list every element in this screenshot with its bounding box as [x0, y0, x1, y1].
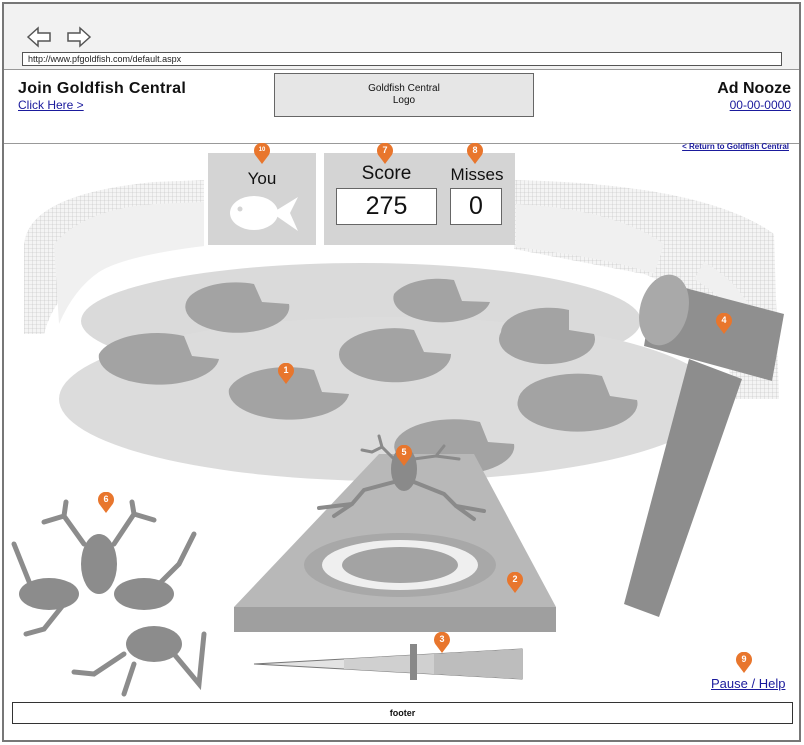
marker-pin-icon — [507, 571, 523, 593]
ad-title: Ad Nooze — [717, 80, 791, 97]
player-panel: You — [208, 153, 316, 245]
lily-pad[interactable] — [185, 282, 290, 333]
frog-pile[interactable] — [11, 499, 207, 697]
back-arrow-icon[interactable] — [26, 26, 52, 48]
marker-pin-1: 1 — [277, 362, 295, 385]
marker-pin-icon — [736, 651, 752, 673]
marker-pin-2: 2 — [506, 571, 524, 594]
marker-number: 3 — [439, 634, 445, 644]
address-bar[interactable]: http://www.pfgoldfish.com/default.aspx — [22, 52, 782, 66]
marker-pin-icon — [254, 142, 270, 164]
lily-pad[interactable] — [228, 367, 349, 420]
hammer[interactable] — [624, 269, 784, 617]
frog-on-platform[interactable] — [317, 434, 486, 521]
lily-pad[interactable] — [499, 307, 596, 365]
forward-arrow-icon[interactable] — [66, 26, 92, 48]
marker-pin-icon — [396, 444, 412, 466]
marker-pin-icon — [434, 631, 450, 653]
logo-text-line1: Goldfish Central — [368, 83, 440, 94]
marker-pin-icon — [278, 362, 294, 384]
marker-number: 7 — [382, 145, 388, 155]
marker-pin-icon — [377, 142, 393, 164]
power-meter[interactable] — [253, 644, 523, 680]
marker-number: 10 — [258, 147, 266, 153]
pause-help-link[interactable]: Pause / Help — [711, 676, 786, 691]
game-scene — [11, 180, 784, 697]
player-label: You — [247, 169, 277, 188]
marker-number: 1 — [283, 365, 289, 375]
score-panel: Score Misses 275 0 — [324, 153, 515, 245]
launch-platform[interactable] — [234, 454, 556, 632]
misses-label: Misses — [450, 165, 504, 184]
arena-wall — [24, 180, 779, 399]
ad-phone-link[interactable]: 00-00-0000 — [729, 98, 791, 112]
lily-pad[interactable] — [98, 333, 219, 385]
marker-pin-icon — [98, 491, 114, 513]
lily-pad[interactable] — [517, 373, 638, 432]
marker-pin-10: 10 — [253, 142, 271, 165]
lily-pad[interactable] — [339, 328, 452, 383]
goldfish-icon — [230, 196, 298, 231]
marker-number: 8 — [472, 145, 478, 155]
site-header: Join Goldfish Central Click Here > Goldf… — [4, 70, 799, 144]
marker-number: 2 — [512, 574, 518, 584]
logo-text-line2: Logo — [392, 95, 416, 106]
score-value: 275 — [336, 188, 437, 225]
join-title: Join Goldfish Central — [18, 80, 187, 97]
marker-number: 6 — [103, 494, 109, 504]
marker-pin-3: 3 — [433, 631, 451, 654]
marker-pin-icon — [467, 142, 483, 164]
misses-value: 0 — [450, 188, 502, 225]
marker-number: 9 — [741, 654, 747, 664]
join-link[interactable]: Click Here > — [18, 98, 84, 112]
marker-pin-7: 7 — [376, 142, 394, 165]
return-link[interactable]: < Return to Goldfish Central — [682, 142, 789, 151]
marker-pin-9: 9 — [735, 651, 753, 674]
site-logo[interactable]: Goldfish Central Logo — [274, 73, 534, 117]
footer: footer — [12, 702, 793, 724]
marker-pin-6: 6 — [97, 491, 115, 514]
marker-pin-8: 8 — [466, 142, 484, 165]
marker-number: 4 — [721, 315, 727, 325]
marker-pin-4: 4 — [715, 312, 733, 335]
marker-pin-5: 5 — [395, 444, 413, 467]
lily-pad[interactable] — [393, 278, 490, 323]
marker-pin-icon — [716, 312, 732, 334]
browser-toolbar: http://www.pfgoldfish.com/default.aspx — [4, 4, 799, 70]
score-label: Score — [361, 163, 412, 184]
marker-number: 5 — [401, 447, 407, 457]
